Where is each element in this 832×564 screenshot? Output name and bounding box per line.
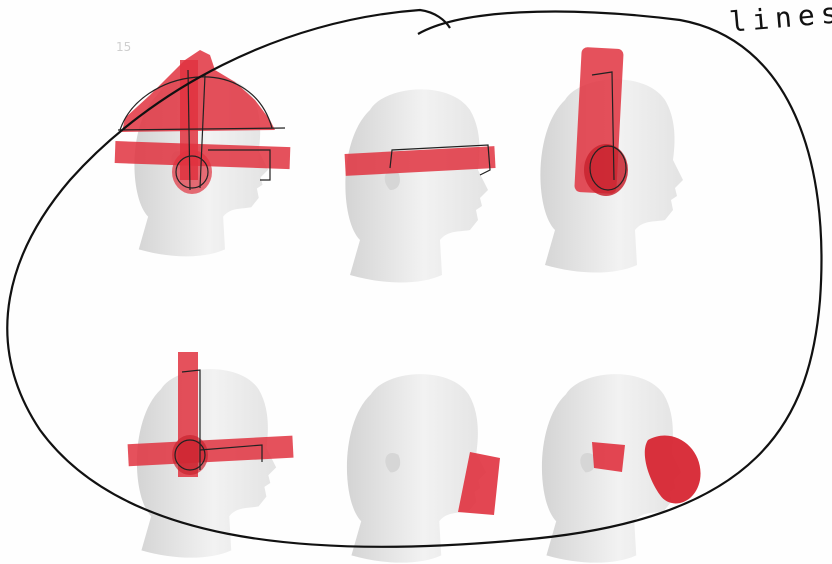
faint-mark: 15 xyxy=(116,40,131,54)
head-figure-5 xyxy=(347,374,486,563)
head-figure-2 xyxy=(345,89,488,282)
ear-marker-1 xyxy=(172,150,212,194)
cheek-patch-marker xyxy=(592,442,625,472)
ear-marker-4 xyxy=(172,435,208,475)
